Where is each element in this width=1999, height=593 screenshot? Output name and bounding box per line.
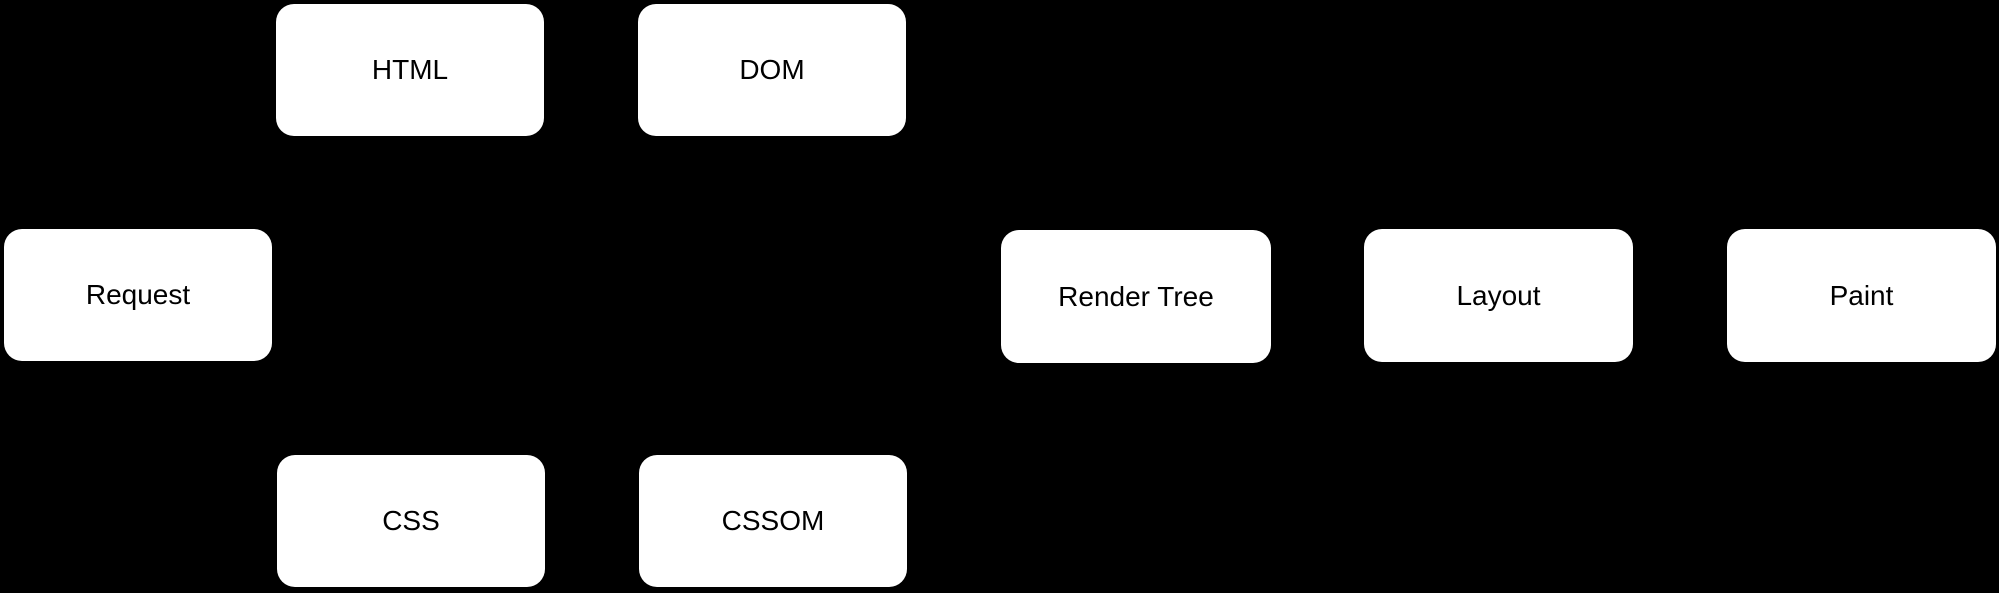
node-request: Request [4, 229, 272, 361]
node-css: CSS [277, 455, 545, 587]
node-dom: DOM [638, 4, 906, 136]
node-paint: Paint [1727, 229, 1996, 362]
node-paint-label: Paint [1829, 279, 1894, 311]
node-dom-label: DOM [739, 54, 805, 85]
node-cssom: CSSOM [639, 455, 907, 587]
node-render-tree: Render Tree [1001, 230, 1271, 363]
node-css-label: CSS [382, 505, 440, 536]
node-html: HTML [276, 4, 544, 136]
node-cssom-label: CSSOM [721, 505, 825, 536]
node-render-tree-label: Render Tree [1058, 280, 1214, 312]
node-layout: Layout [1364, 229, 1633, 362]
node-html-label: HTML [371, 54, 449, 85]
node-layout-label: Layout [1456, 279, 1541, 311]
node-request-label: Request [85, 279, 191, 310]
